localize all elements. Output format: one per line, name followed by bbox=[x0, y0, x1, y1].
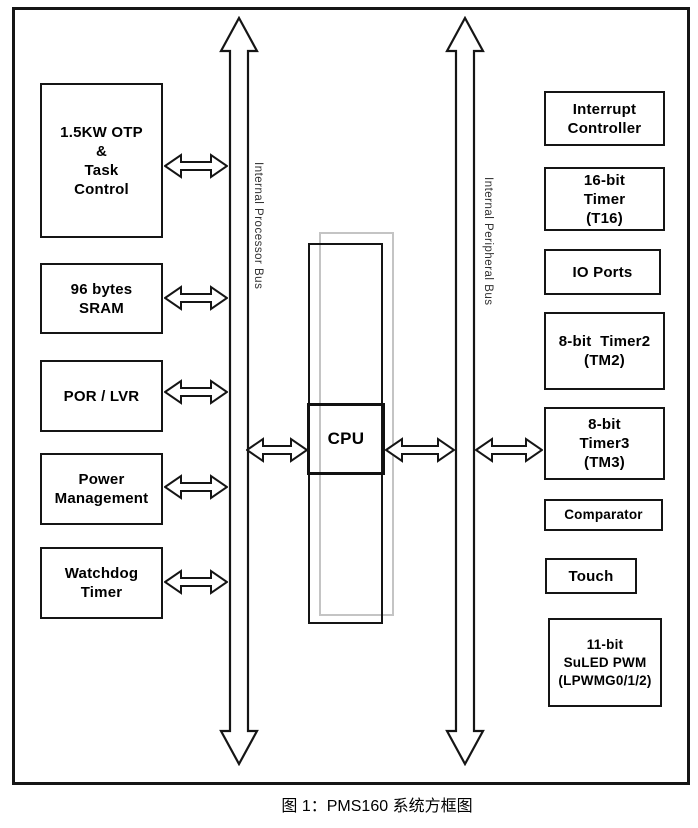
bidirectional-arrow-por bbox=[164, 379, 228, 405]
bidirectional-arrow-cpu-peribus bbox=[385, 437, 455, 463]
diagram-border bbox=[12, 7, 690, 785]
block-comparator: Comparator bbox=[544, 499, 663, 531]
peripheral-bus-label: Internal Peripheral Bus bbox=[482, 177, 494, 306]
bidirectional-arrow-sram bbox=[164, 285, 228, 311]
block-8bit-timer2: 8-bit Timer2(TM2) bbox=[544, 312, 665, 390]
block-por-lvr: POR / LVR bbox=[40, 360, 163, 432]
processor-bus-label: Internal Processor Bus bbox=[252, 162, 264, 290]
internal-peripheral-bus-arrow bbox=[445, 16, 485, 766]
figure-caption: 图 1：PMS160 系统方框图 bbox=[281, 798, 473, 815]
bidirectional-arrow-peribus-peripherals bbox=[475, 437, 543, 463]
cpu-block: CPU bbox=[307, 403, 385, 475]
bidirectional-arrow-power bbox=[164, 474, 228, 500]
bidirectional-arrow-watchdog bbox=[164, 569, 228, 595]
internal-processor-bus-arrow bbox=[219, 16, 259, 766]
bidirectional-arrow-procbus-cpu bbox=[246, 437, 308, 463]
bidirectional-arrow-otp bbox=[164, 153, 228, 179]
cpu-shadow-outline bbox=[319, 232, 394, 616]
block-touch: Touch bbox=[545, 558, 637, 594]
block-io-ports: IO Ports bbox=[544, 249, 661, 295]
